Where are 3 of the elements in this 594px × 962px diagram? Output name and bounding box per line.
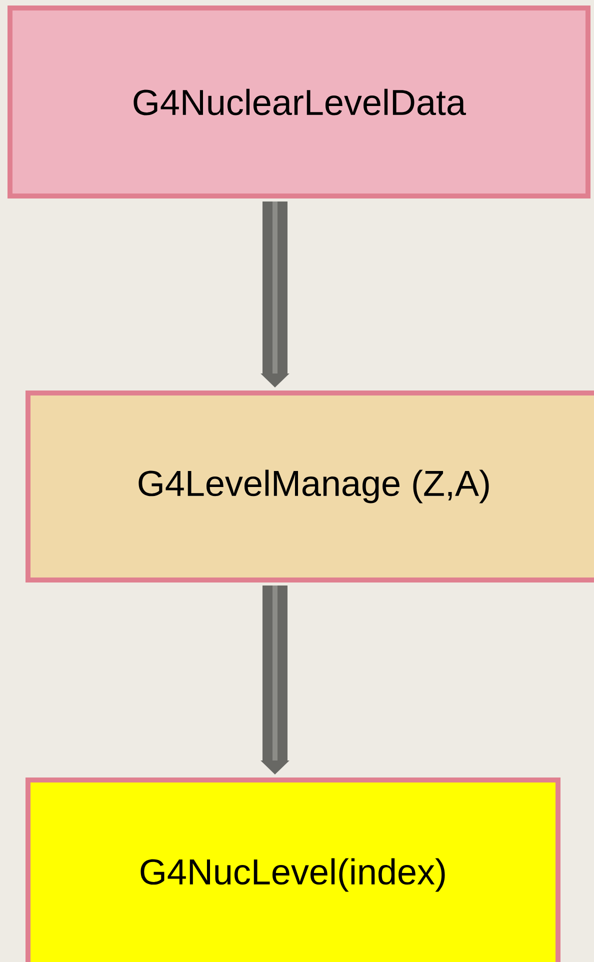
class-box: G4NucLevel(index) [26,778,560,962]
class-box: G4LevelManage (Z,A) [26,390,594,582]
class-box: G4NuclearLevelData [8,6,590,198]
